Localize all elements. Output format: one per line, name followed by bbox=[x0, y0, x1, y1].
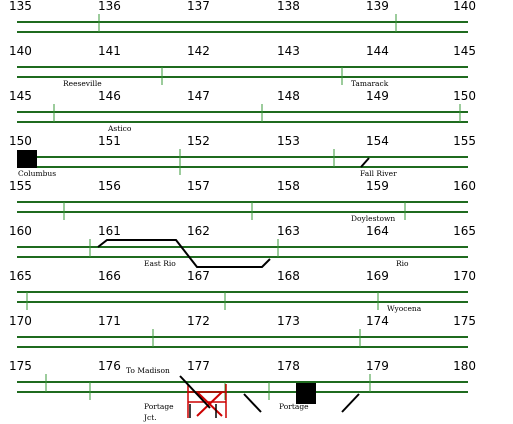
siding-track bbox=[97, 239, 271, 268]
junction-diagonal bbox=[196, 391, 223, 417]
mile-label: 138 bbox=[277, 0, 300, 13]
mile-label: 166 bbox=[98, 269, 121, 283]
station-label: Tamarack bbox=[351, 79, 389, 88]
station-label: Reeseville bbox=[63, 79, 102, 88]
crossover bbox=[341, 393, 360, 413]
crossover bbox=[360, 157, 370, 168]
crossover bbox=[243, 393, 262, 413]
station-label: Portage bbox=[279, 402, 309, 411]
mile-label: 141 bbox=[98, 44, 121, 58]
mile-label: 152 bbox=[187, 134, 210, 148]
mile-label: 146 bbox=[98, 89, 121, 103]
mile-label: 135 bbox=[9, 0, 32, 13]
mile-label: 161 bbox=[98, 224, 121, 238]
mile-label: 140 bbox=[9, 44, 32, 58]
signal-block bbox=[17, 150, 37, 168]
station-label: Columbus bbox=[18, 169, 56, 178]
mile-label: 158 bbox=[277, 179, 300, 193]
mile-label: 148 bbox=[277, 89, 300, 103]
mile-label: 147 bbox=[187, 89, 210, 103]
mile-label: 180 bbox=[453, 359, 476, 373]
mile-label: 162 bbox=[187, 224, 210, 238]
mile-label: 172 bbox=[187, 314, 210, 328]
mile-label: 159 bbox=[366, 179, 389, 193]
mile-label: 175 bbox=[453, 314, 476, 328]
mile-label: 165 bbox=[453, 224, 476, 238]
mile-label: 143 bbox=[277, 44, 300, 58]
mile-label: 156 bbox=[98, 179, 121, 193]
mile-label: 153 bbox=[277, 134, 300, 148]
mile-label: 154 bbox=[366, 134, 389, 148]
mile-label: 169 bbox=[366, 269, 389, 283]
mile-label: 179 bbox=[366, 359, 389, 373]
station-label: Rio bbox=[396, 259, 409, 268]
mile-label: 175 bbox=[9, 359, 32, 373]
mile-label: 155 bbox=[9, 179, 32, 193]
mile-label: 145 bbox=[453, 44, 476, 58]
mile-label: 140 bbox=[453, 0, 476, 13]
mile-label: 136 bbox=[98, 0, 121, 13]
special-layer bbox=[17, 150, 370, 418]
station-label: Jct. bbox=[143, 413, 157, 422]
mile-label: 149 bbox=[366, 89, 389, 103]
mile-label: 178 bbox=[277, 359, 300, 373]
mile-label: 144 bbox=[366, 44, 389, 58]
mile-label: 142 bbox=[187, 44, 210, 58]
mile-label: 177 bbox=[187, 359, 210, 373]
station-label: East Rio bbox=[144, 259, 176, 268]
station-label: Fall River bbox=[360, 169, 397, 178]
mile-label: 145 bbox=[9, 89, 32, 103]
mile-label: 160 bbox=[453, 179, 476, 193]
mile-label: 170 bbox=[9, 314, 32, 328]
mile-label: 168 bbox=[277, 269, 300, 283]
mile-label: 176 bbox=[98, 359, 121, 373]
mile-label: 171 bbox=[98, 314, 121, 328]
mile-label: 155 bbox=[453, 134, 476, 148]
mile-label: 170 bbox=[453, 269, 476, 283]
mile-label: 165 bbox=[9, 269, 32, 283]
station-label: Portage bbox=[144, 402, 174, 411]
mile-label: 174 bbox=[366, 314, 389, 328]
mile-label: 157 bbox=[187, 179, 210, 193]
mile-label: 151 bbox=[98, 134, 121, 148]
mile-label: 173 bbox=[277, 314, 300, 328]
track-row: 170 171 172 173 174 175 bbox=[9, 314, 476, 348]
track-row: 135 136 137 138 139 140 bbox=[9, 0, 476, 33]
station-label: Wyocena bbox=[387, 304, 422, 313]
mile-label: 164 bbox=[366, 224, 389, 238]
mile-label: 137 bbox=[187, 0, 210, 13]
mile-label: 150 bbox=[453, 89, 476, 103]
station-label: To Madison bbox=[126, 366, 170, 375]
signal-block bbox=[296, 383, 316, 404]
mile-label: 167 bbox=[187, 269, 210, 283]
station-label: Doylestown bbox=[351, 214, 395, 223]
mile-label: 160 bbox=[9, 224, 32, 238]
mile-label: 163 bbox=[277, 224, 300, 238]
branch-line bbox=[179, 375, 211, 409]
mile-label: 139 bbox=[366, 0, 389, 13]
station-label: Astico bbox=[107, 124, 132, 133]
mile-label: 150 bbox=[9, 134, 32, 148]
